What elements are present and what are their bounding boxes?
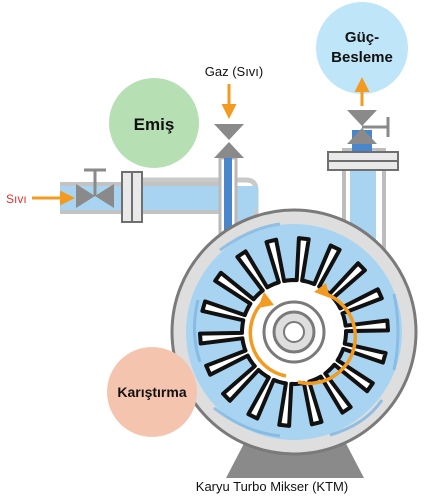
outlet-valve-icon: [347, 110, 390, 144]
gaz-label: Gaz (Sıvı): [205, 64, 264, 79]
emis-circle: [109, 78, 199, 168]
caption: Karyu Turbo Mikser (KTM): [196, 479, 348, 494]
guc-besleme-circle: [316, 2, 408, 94]
guc-label-line2: Besleme: [331, 49, 393, 66]
guc-label-line1: Güç-: [345, 29, 379, 46]
rotation-arrow-left-head: [258, 292, 274, 308]
rotation-arrow-right: [297, 290, 358, 386]
rotation-arrow-left: [248, 298, 287, 378]
impeller-shaft: [283, 321, 305, 343]
gas-valve-icon: [214, 124, 244, 158]
liquid-streaks: [193, 222, 400, 438]
emis-label: Emiş: [134, 115, 175, 134]
inlet-flange: [121, 171, 143, 223]
rotation-arrow-right-head: [314, 283, 330, 298]
sivi-label: Sıvı: [6, 192, 27, 206]
inlet-valve-icon: [76, 168, 114, 208]
karistirma-circle: [107, 347, 197, 437]
outlet-flange: [327, 151, 399, 171]
karistirma-label: Karıştırma: [117, 384, 186, 400]
